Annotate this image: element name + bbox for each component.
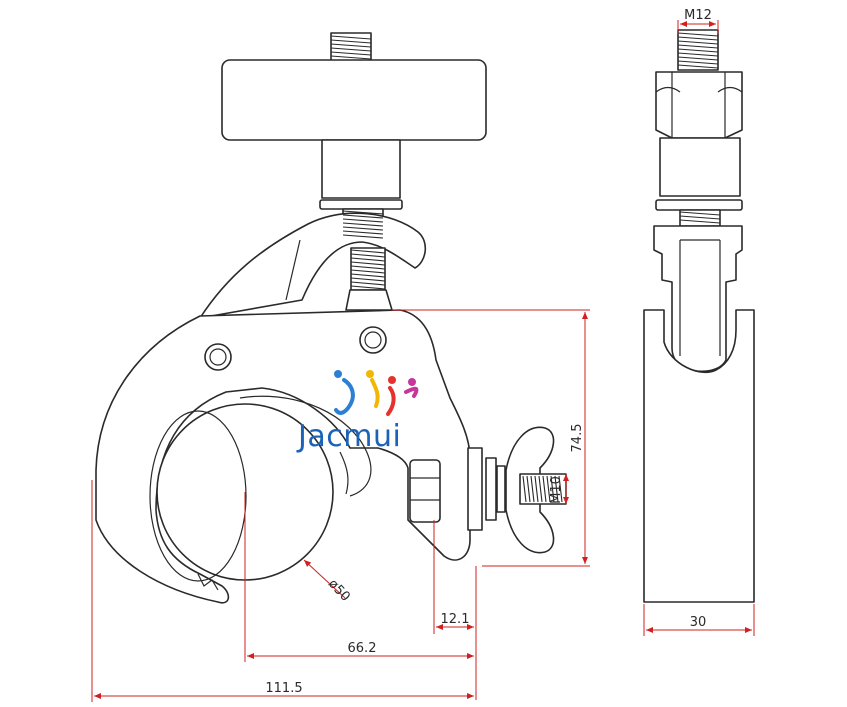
thread-hatching [350,249,386,290]
dim-overall-width-label: 111.5 [265,681,302,696]
clamp-body [95,309,471,604]
brand-logo: Jacmui [296,370,419,454]
dim-thread-top: M12 [677,8,719,34]
logo-text: Jacmui [296,419,401,454]
dim-center-to-face-label: 66.2 [348,641,377,656]
thread-hatching [679,211,721,224]
dim-center-to-face: 66.2 [244,492,474,662]
dim-overall-width: 111.5 [91,480,474,702]
upper-hook-lever [199,212,427,319]
side-view-washer [655,199,743,211]
dim-offset-small-label: 12.1 [441,612,470,627]
side-view-thread [677,29,719,71]
side-view-shaft [659,137,741,197]
side-washer-2 [496,465,506,513]
side-view: M12 30 [643,8,755,636]
side-washer [485,457,497,521]
dim-tube-diameter-label: ø50 [325,576,353,604]
side-plate [467,447,483,531]
pivot-hole-left [204,343,232,371]
handle-shaft [321,139,401,199]
hex-nut [409,459,441,523]
dim-offset-small: 12.1 [433,520,477,700]
dim-tube-diameter: ø50 [303,559,353,605]
side-view-hex-nut [655,71,743,139]
dim-thread-top-label: M12 [684,8,712,23]
t-handle [221,59,487,141]
pivot-hole-right [359,326,387,354]
front-view: Jacmui 74.5 M10 ø50 12.1 [91,32,590,702]
thread-hatching [342,210,384,239]
dim-height: 74.5 [392,309,590,567]
thread-nut-block [345,289,393,311]
side-thread-hatching [522,475,563,503]
dim-side-width-label: 30 [690,615,707,630]
washer [319,199,403,210]
dim-side-width: 30 [643,604,755,636]
logo-figures [334,370,419,416]
side-view-body [643,309,755,603]
dim-height-label: 74.5 [570,424,585,453]
